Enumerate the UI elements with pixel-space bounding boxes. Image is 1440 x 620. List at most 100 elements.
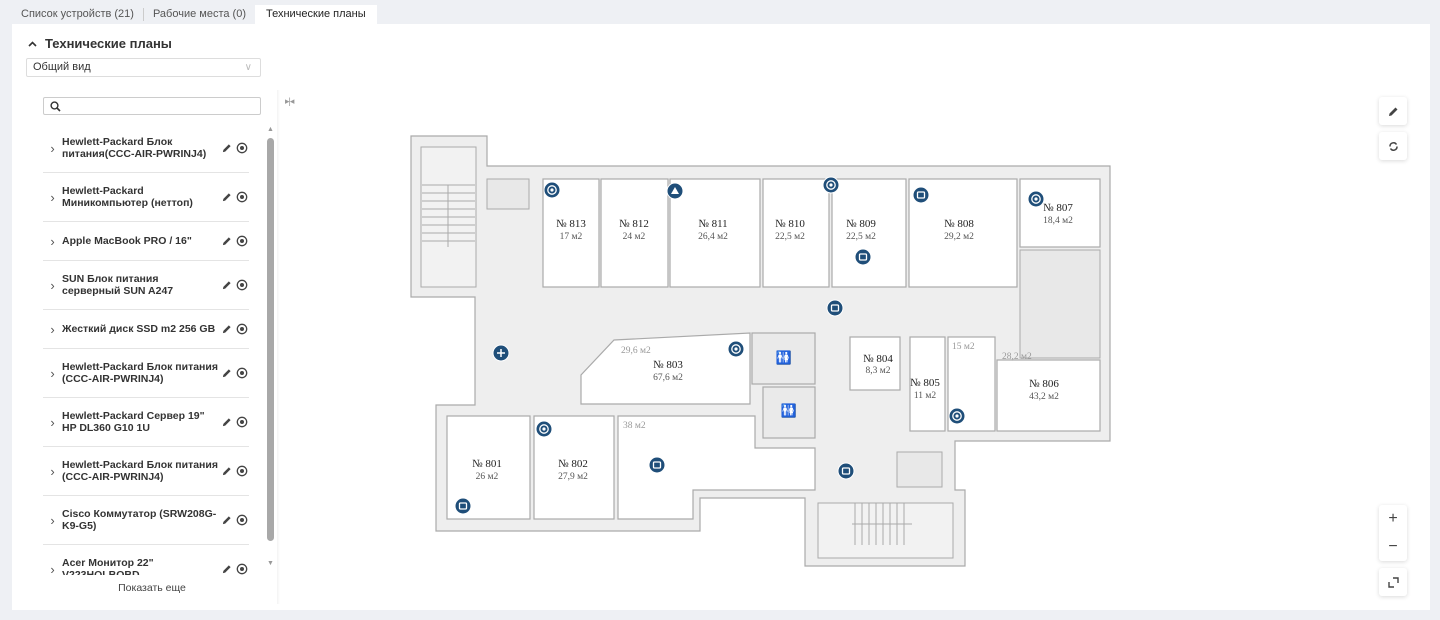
edit-icon[interactable] bbox=[219, 192, 234, 202]
edit-icon[interactable] bbox=[219, 466, 234, 476]
locate-icon[interactable] bbox=[234, 465, 249, 477]
locate-icon[interactable] bbox=[234, 563, 249, 575]
svg-text:67,6 м2: 67,6 м2 bbox=[653, 373, 683, 383]
target-marker-icon[interactable] bbox=[1027, 190, 1045, 208]
warning-marker-icon[interactable] bbox=[666, 182, 684, 200]
refresh-icon bbox=[1388, 141, 1398, 151]
collapse-panel-icon[interactable]: ▸|◂ bbox=[285, 96, 294, 106]
toilet-icons: 🚻 🚻 bbox=[776, 350, 797, 418]
room-805[interactable] bbox=[909, 336, 946, 432]
monitor-marker-icon[interactable] bbox=[648, 456, 666, 474]
device-name: Hewlett-Packard Блок питания(CCC-AIR-PWR… bbox=[62, 136, 207, 160]
locate-icon[interactable] bbox=[234, 323, 249, 335]
printer-marker-icon[interactable] bbox=[454, 497, 472, 515]
search-input[interactable] bbox=[43, 97, 261, 115]
room-38m2[interactable] bbox=[617, 415, 816, 520]
chevron-right-icon[interactable]: › bbox=[50, 233, 55, 249]
pencil-icon bbox=[1388, 107, 1397, 116]
tab-device-list[interactable]: Список устройств (21) bbox=[12, 8, 144, 21]
refresh-button[interactable] bbox=[1379, 132, 1407, 160]
target-marker-icon[interactable] bbox=[543, 181, 561, 199]
device-markers bbox=[454, 176, 1045, 515]
scroll-down-icon[interactable]: ▼ bbox=[267, 560, 274, 567]
scrollbar-thumb[interactable] bbox=[267, 138, 274, 541]
target-marker-icon[interactable] bbox=[822, 176, 840, 194]
zoom-in-button[interactable]: + bbox=[1388, 510, 1398, 527]
chevron-right-icon[interactable]: › bbox=[50, 463, 55, 479]
toilet-icon: 🚻 bbox=[781, 403, 797, 418]
chevron-right-icon[interactable]: › bbox=[50, 189, 55, 205]
device-list-item[interactable]: › Жесткий диск SSD m2 256 GB bbox=[43, 310, 249, 349]
svg-text:№ 813: № 813 bbox=[556, 218, 586, 230]
room-811[interactable] bbox=[669, 178, 761, 288]
room-803[interactable] bbox=[580, 332, 751, 405]
svg-text:43,2 м2: 43,2 м2 bbox=[1029, 392, 1059, 402]
server-marker-icon[interactable] bbox=[826, 299, 844, 317]
tablet-marker-icon[interactable] bbox=[854, 248, 872, 266]
toilet-2[interactable] bbox=[762, 386, 816, 439]
locate-icon[interactable] bbox=[234, 514, 249, 526]
room-806[interactable] bbox=[996, 359, 1101, 432]
device-list-item[interactable]: › Hewlett-Packard Сервер 19" HP DL360 G1… bbox=[43, 398, 249, 447]
zoom-out-button[interactable]: − bbox=[1388, 538, 1398, 555]
fit-view-button[interactable] bbox=[1379, 568, 1407, 596]
monitor-marker-icon[interactable] bbox=[837, 462, 855, 480]
edit-icon[interactable] bbox=[219, 236, 234, 246]
locate-icon[interactable] bbox=[234, 142, 249, 154]
locate-icon[interactable] bbox=[234, 235, 249, 247]
show-more-link[interactable]: Показать еще bbox=[118, 582, 186, 594]
device-list-item[interactable]: › Apple MacBook PRO / 16" bbox=[43, 222, 249, 261]
room-809[interactable] bbox=[831, 178, 907, 288]
locate-icon[interactable] bbox=[234, 367, 249, 379]
target-marker-icon[interactable] bbox=[535, 420, 553, 438]
room-812[interactable] bbox=[600, 178, 669, 288]
edit-icon[interactable] bbox=[219, 368, 234, 378]
edit-icon[interactable] bbox=[219, 515, 234, 525]
chevron-right-icon[interactable]: › bbox=[50, 140, 55, 156]
edit-icon[interactable] bbox=[219, 143, 234, 153]
edit-plan-button[interactable] bbox=[1379, 97, 1407, 125]
chevron-right-icon[interactable]: › bbox=[50, 277, 55, 293]
locate-icon[interactable] bbox=[234, 416, 249, 428]
chevron-right-icon[interactable]: › bbox=[50, 512, 55, 528]
panel-splitter[interactable] bbox=[277, 90, 280, 604]
device-list-item[interactable]: › Cisco Коммутатор (SRW208G-K9-G5) bbox=[43, 496, 249, 545]
room-804[interactable] bbox=[849, 336, 901, 391]
edit-icon[interactable] bbox=[219, 564, 234, 574]
chevron-right-icon[interactable]: › bbox=[50, 365, 55, 381]
device-list-item[interactable]: › Acer Монитор 22" V223HQLBOBD bbox=[43, 545, 249, 575]
chevron-right-icon[interactable]: › bbox=[50, 561, 55, 576]
edit-icon[interactable] bbox=[219, 280, 234, 290]
view-select[interactable]: Общий вид ∨ bbox=[26, 58, 261, 77]
device-list-item[interactable]: › Hewlett-Packard Блок питания (CCC-AIR-… bbox=[43, 349, 249, 398]
svg-text:№ 811: № 811 bbox=[698, 218, 727, 230]
svg-text:11 м2: 11 м2 bbox=[914, 391, 937, 401]
target-marker-icon[interactable] bbox=[948, 407, 966, 425]
move-marker-icon[interactable] bbox=[492, 344, 510, 362]
section-header[interactable]: Технические планы bbox=[28, 36, 172, 51]
room-810[interactable] bbox=[762, 178, 830, 288]
device-name: Cisco Коммутатор (SRW208G-K9-G5) bbox=[62, 508, 217, 532]
room-807[interactable] bbox=[1019, 178, 1101, 248]
tab-tech-plans[interactable]: Технические планы bbox=[254, 5, 377, 24]
device-list-item[interactable]: › Hewlett-Packard Блок питания (CCC-AIR-… bbox=[43, 447, 249, 496]
locate-icon[interactable] bbox=[234, 191, 249, 203]
device-list-item[interactable]: › SUN Блок питания серверный SUN A247 bbox=[43, 261, 249, 310]
edit-icon[interactable] bbox=[219, 417, 234, 427]
toilet-1[interactable] bbox=[751, 332, 816, 385]
device-list-item[interactable]: › Hewlett-Packard Блок питания(CCC-AIR-P… bbox=[43, 124, 249, 173]
chevron-right-icon[interactable]: › bbox=[50, 321, 55, 337]
chevron-right-icon[interactable]: › bbox=[50, 414, 55, 430]
device-list-item[interactable]: › Hewlett-Packard Миникомпьютер (неттоп) bbox=[43, 173, 249, 222]
monitor-marker-icon[interactable] bbox=[912, 186, 930, 204]
tab-workplaces[interactable]: Рабочие места (0) bbox=[152, 8, 246, 20]
locate-icon[interactable] bbox=[234, 279, 249, 291]
device-list: › Hewlett-Packard Блок питания(CCC-AIR-P… bbox=[43, 124, 249, 575]
edit-icon[interactable] bbox=[219, 324, 234, 334]
chevron-up-icon[interactable] bbox=[28, 40, 37, 47]
svg-text:17 м2: 17 м2 bbox=[560, 232, 583, 242]
scroll-up-icon[interactable]: ▲ bbox=[267, 126, 274, 133]
scrollbar[interactable]: ▲ ▼ bbox=[266, 124, 276, 574]
target-marker-icon[interactable] bbox=[727, 340, 745, 358]
